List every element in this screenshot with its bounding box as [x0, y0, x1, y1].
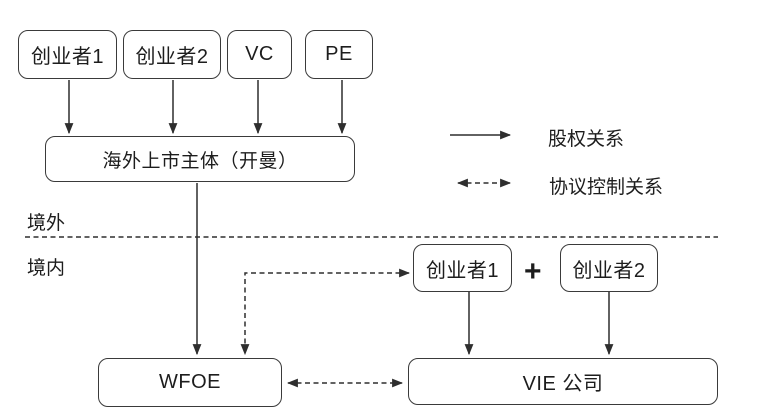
box-founder1-offshore: 创业者1 — [18, 30, 117, 79]
box-founder1-onshore: 创业者1 — [413, 244, 512, 292]
offshore-region-label: 境外 — [27, 213, 66, 234]
box-vie: VIE 公司 — [408, 358, 718, 405]
control-arrow-wfoe-founder1 — [240, 268, 411, 356]
plus-sign: + — [524, 255, 542, 288]
box-founder2-onshore: 创业者2 — [560, 244, 658, 292]
box-founder2-offshore: 创业者2 — [123, 30, 221, 79]
box-pe: PE — [305, 30, 373, 79]
legend-equity-label: 股权关系 — [548, 129, 625, 150]
onshore-region-label: 境内 — [27, 258, 66, 279]
box-cayman-listco: 海外上市主体（开曼） — [45, 136, 355, 182]
box-wfoe: WFOE — [98, 358, 282, 407]
box-vc: VC — [227, 30, 292, 79]
legend-control-label: 协议控制关系 — [549, 177, 664, 198]
